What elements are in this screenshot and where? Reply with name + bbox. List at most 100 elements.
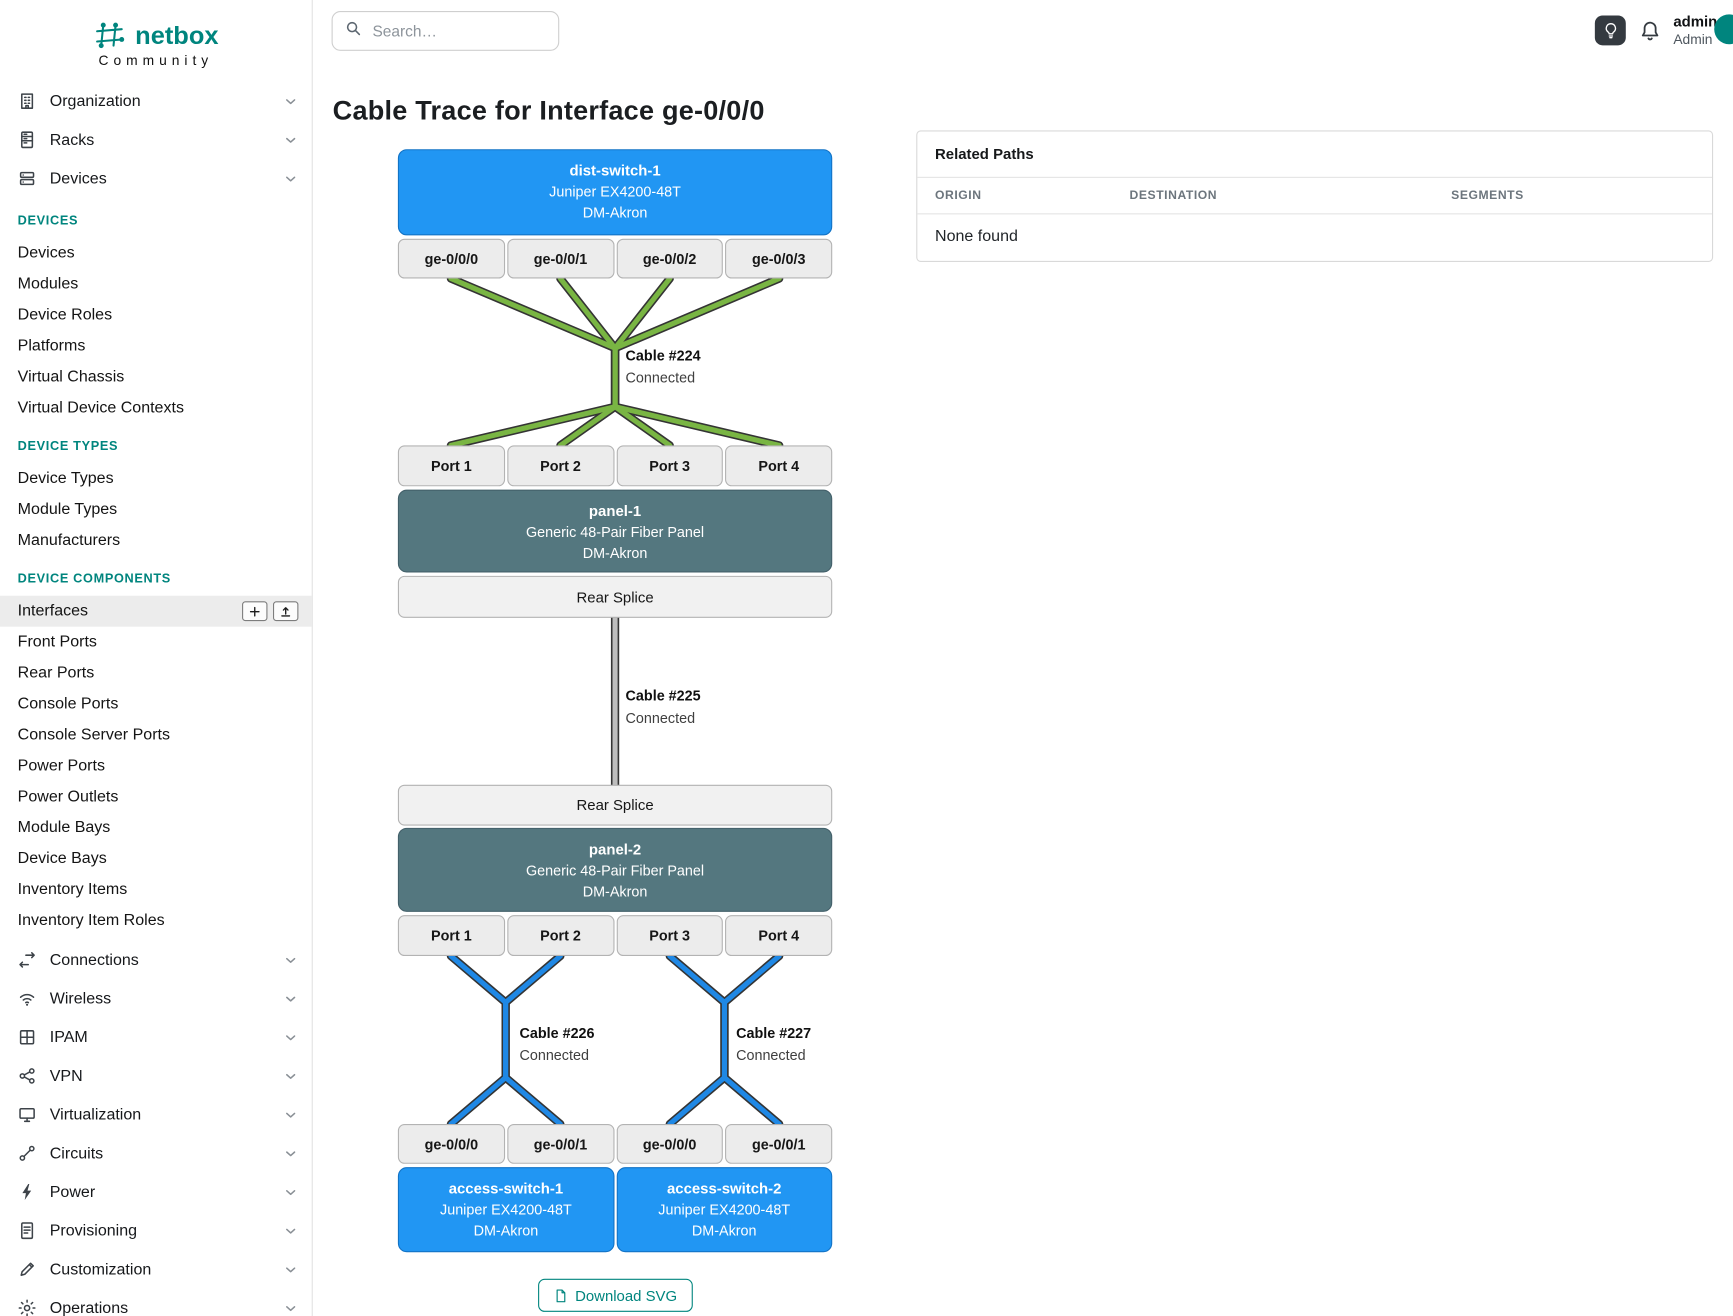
interface-box[interactable]: ge-0/0/1: [507, 238, 614, 279]
cable-paths-svg: [446, 274, 784, 1129]
download-svg-label: Download SVG: [575, 1287, 678, 1304]
cable-link[interactable]: Cable #227: [736, 1024, 812, 1042]
sidebar-group-label: Circuits: [49, 1144, 104, 1163]
sidebar-item-module-bays[interactable]: Module Bays: [0, 812, 312, 843]
chevron-down-icon: [283, 1262, 298, 1277]
dark-mode-toggle-button[interactable]: [1594, 15, 1626, 46]
sidebar-item-interfaces[interactable]: Interfaces: [0, 595, 312, 627]
sidebar-group-customization[interactable]: Customization: [0, 1250, 312, 1289]
sidebar-group-circuits[interactable]: Circuits: [0, 1134, 312, 1173]
sidebar-item-label: Front Ports: [17, 633, 97, 651]
sidebar-item-power-ports[interactable]: Power Ports: [0, 750, 312, 781]
download-svg-button[interactable]: Download SVG: [537, 1278, 693, 1312]
sidebar-group-organization[interactable]: Organization: [0, 82, 312, 121]
sidebar-item-device-bays[interactable]: Device Bays: [0, 843, 312, 874]
page-title: Cable Trace for Interface ge-0/0/0: [332, 96, 765, 127]
port-box[interactable]: Port 1: [397, 915, 505, 957]
add-button[interactable]: [242, 601, 268, 622]
sidebar-item-label: Power Outlets: [17, 788, 119, 806]
sidebar-group-provisioning[interactable]: Provisioning: [0, 1211, 312, 1250]
brand-logo[interactable]: netbox Community: [0, 0, 312, 82]
provisioning-icon: [18, 1221, 38, 1241]
sidebar-item-rear-ports[interactable]: Rear Ports: [0, 658, 312, 689]
cable-trace-diagram: dist-switch-1 Juniper EX4200-48T DM-Akro…: [397, 149, 833, 1316]
port-box[interactable]: Port 3: [616, 915, 724, 957]
device-site: DM-Akron: [691, 1222, 757, 1239]
port-box[interactable]: Port 4: [725, 915, 833, 957]
cable-link[interactable]: Cable #224: [625, 347, 701, 364]
interface-box[interactable]: ge-0/0/0: [397, 1124, 505, 1164]
device-name: panel-2: [588, 841, 642, 858]
sidebar-item-virtual-device-contexts[interactable]: Virtual Device Contexts: [0, 392, 312, 423]
sidebar-item-platforms[interactable]: Platforms: [0, 330, 312, 361]
panel-node-panel-1[interactable]: panel-1 Generic 48-Pair Fiber Panel DM-A…: [397, 489, 833, 573]
sidebar-item-inventory-item-roles[interactable]: Inventory Item Roles: [0, 905, 312, 936]
sidebar-item-modules[interactable]: Modules: [0, 269, 312, 300]
rear-splice-box[interactable]: Rear Splice: [397, 575, 833, 618]
sidebar-item-device-roles[interactable]: Device Roles: [0, 300, 312, 331]
port-box[interactable]: Port 4: [725, 445, 833, 487]
sidebar-group-ipam[interactable]: IPAM: [0, 1018, 312, 1057]
sidebar-item-device-types[interactable]: Device Types: [0, 463, 312, 494]
sidebar-group-label: Customization: [49, 1260, 152, 1279]
cable-227-path: [665, 951, 784, 1129]
sidebar-item-label: Virtual Chassis: [17, 368, 125, 386]
user-menu[interactable]: admin Admin: [1673, 13, 1717, 48]
interface-box[interactable]: ge-0/0/1: [725, 1124, 833, 1164]
sidebar-item-devices[interactable]: Devices: [0, 238, 312, 269]
sidebar-item-virtual-chassis[interactable]: Virtual Chassis: [0, 361, 312, 392]
panel-node-panel-2[interactable]: panel-2 Generic 48-Pair Fiber Panel DM-A…: [397, 827, 833, 912]
sidebar-group-virtualization[interactable]: Virtualization: [0, 1095, 312, 1134]
sidebar-group-wireless[interactable]: Wireless: [0, 979, 312, 1018]
search-input[interactable]: [370, 20, 546, 41]
sidebar-item-console-ports[interactable]: Console Ports: [0, 689, 312, 720]
chevron-down-icon: [283, 1107, 298, 1122]
port-box[interactable]: Port 2: [507, 915, 614, 957]
device-site: DM-Akron: [473, 1222, 539, 1239]
sidebar-group-devices[interactable]: Devices: [0, 159, 312, 198]
sidebar-group-label: Operations: [49, 1299, 129, 1316]
chevron-down-icon: [283, 991, 298, 1006]
sidebar-item-module-types[interactable]: Module Types: [0, 494, 312, 525]
cable-label-227: Cable #227 Connected: [736, 1022, 811, 1066]
sidebar-group-racks[interactable]: Racks: [0, 120, 312, 159]
customization-icon: [18, 1259, 38, 1279]
chevron-down-icon: [283, 1068, 298, 1083]
sidebar-item-front-ports[interactable]: Front Ports: [0, 627, 312, 658]
port-box[interactable]: Port 3: [616, 445, 724, 487]
sidebar-item-label: Inventory Items: [17, 880, 128, 899]
chevron-down-icon: [283, 1146, 298, 1161]
avatar[interactable]: [1714, 14, 1733, 45]
device-node-access-switch-2[interactable]: access-switch-2 Juniper EX4200-48T DM-Ak…: [616, 1167, 833, 1253]
sidebar-item-console-server-ports[interactable]: Console Server Ports: [0, 720, 312, 751]
interface-box[interactable]: ge-0/0/0: [616, 1124, 724, 1164]
sidebar-group-operations[interactable]: Operations: [0, 1289, 312, 1316]
brand-subtitle: Community: [98, 53, 214, 69]
sidebar-item-manufacturers[interactable]: Manufacturers: [0, 525, 312, 556]
port-box[interactable]: Port 1: [397, 445, 505, 487]
sidebar-item-power-outlets[interactable]: Power Outlets: [0, 781, 312, 812]
notifications-bell-icon[interactable]: [1639, 20, 1661, 42]
interface-box[interactable]: ge-0/0/0: [397, 238, 505, 279]
interface-box[interactable]: ge-0/0/1: [507, 1124, 614, 1164]
cable-link[interactable]: Cable #225: [625, 687, 701, 705]
sidebar-item-label: Device Roles: [17, 306, 113, 324]
rear-splice-box[interactable]: Rear Splice: [397, 784, 833, 826]
sidebar-item-inventory-items[interactable]: Inventory Items: [0, 874, 312, 905]
device-node-access-switch-1[interactable]: access-switch-1 Juniper EX4200-48T DM-Ak…: [397, 1167, 614, 1253]
sidebar-group-vpn[interactable]: VPN: [0, 1057, 312, 1096]
device-node-dist-switch-1[interactable]: dist-switch-1 Juniper EX4200-48T DM-Akro…: [397, 149, 833, 236]
global-search[interactable]: [331, 11, 560, 51]
cable-link[interactable]: Cable #226: [519, 1024, 595, 1042]
device-site: DM-Akron: [582, 204, 648, 222]
chevron-down-icon: [283, 1300, 298, 1315]
interface-box[interactable]: ge-0/0/3: [725, 238, 833, 279]
port-box[interactable]: Port 2: [507, 445, 614, 487]
sidebar-group-power[interactable]: Power: [0, 1173, 312, 1212]
import-button[interactable]: [272, 601, 299, 622]
sidebar-group-connections[interactable]: Connections: [0, 941, 312, 980]
interface-box[interactable]: ge-0/0/2: [616, 238, 724, 279]
